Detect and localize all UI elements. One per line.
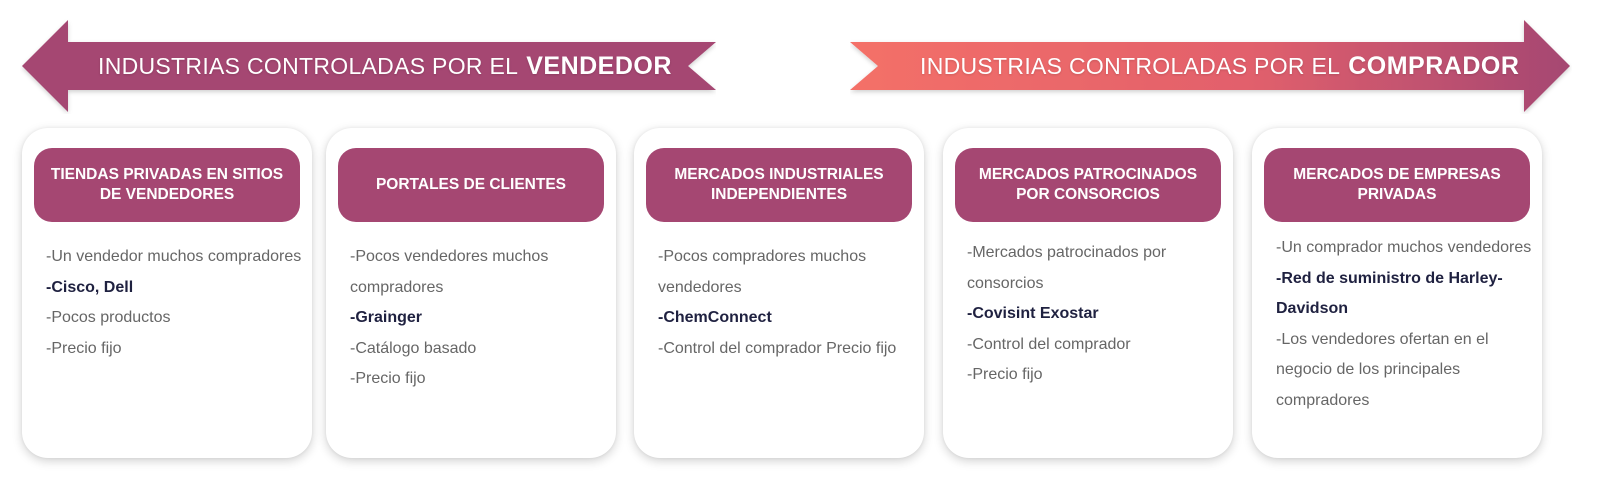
- card-list: -Pocos vendedores muchos compradores -Gr…: [350, 242, 606, 395]
- card-private-company-markets: MERCADOS DE EMPRESAS PRIVADAS -Un compra…: [1252, 128, 1542, 458]
- right-arrow-icon: [850, 20, 1570, 112]
- card-list: -Mercados patrocinados por consorcios -C…: [967, 238, 1223, 391]
- list-item: -ChemConnect: [658, 309, 772, 326]
- card-title: MERCADOS DE EMPRESAS PRIVADAS: [1264, 148, 1530, 222]
- card-consortium-markets: MERCADOS PATROCINADOS POR CONSORCIOS -Me…: [943, 128, 1233, 458]
- card-list: -Un comprador muchos vendedores -Red de …: [1276, 233, 1532, 416]
- card-title: TIENDAS PRIVADAS EN SITIOS DE VENDEDORES: [34, 148, 300, 222]
- list-item: -Precio fijo: [967, 366, 1043, 383]
- list-item: -Grainger: [350, 309, 423, 326]
- list-item: -Pocos productos: [46, 309, 171, 326]
- card-list: -Un vendedor muchos compradores -Cisco, …: [46, 242, 302, 364]
- card-private-seller-stores: TIENDAS PRIVADAS EN SITIOS DE VENDEDORES…: [22, 128, 312, 458]
- list-item: -Pocos vendedores muchos compradores: [350, 248, 549, 296]
- list-item: -Mercados patrocinados por consorcios: [967, 244, 1167, 292]
- list-item: -Un vendedor muchos compradores: [46, 248, 302, 265]
- list-item: -Control del comprador: [967, 335, 1131, 353]
- list-item: -Precio fijo: [46, 339, 122, 357]
- seller-arrow-label: INDUSTRIAS CONTROLADAS POR EL VENDEDOR: [98, 18, 672, 114]
- card-customer-portals: PORTALES DE CLIENTES -Pocos vendedores m…: [326, 128, 616, 458]
- card-independent-markets: MERCADOS INDUSTRIALES INDEPENDIENTES -Po…: [634, 128, 924, 458]
- list-item: -Pocos compradores muchos vendedores: [658, 248, 867, 296]
- card-title: PORTALES DE CLIENTES: [338, 148, 604, 222]
- list-item: -Red de suministro de Harley-Davidson: [1276, 269, 1503, 318]
- buyer-arrow-emphasis: COMPRADOR: [1348, 51, 1520, 80]
- list-item: -Cisco, Dell: [46, 278, 134, 296]
- buyer-controlled-arrow: INDUSTRIAS CONTROLADAS POR EL COMPRADOR: [850, 18, 1572, 114]
- seller-arrow-prefix: INDUSTRIAS CONTROLADAS POR EL: [98, 52, 519, 79]
- list-item: -Precio fijo: [350, 370, 426, 387]
- buyer-arrow-prefix: INDUSTRIAS CONTROLADAS POR EL: [920, 52, 1341, 79]
- left-arrow-shape: [22, 20, 716, 112]
- list-item: -Catálogo basado: [350, 339, 477, 357]
- card-title: MERCADOS PATROCINADOS POR CONSORCIOS: [955, 148, 1221, 222]
- seller-arrow-emphasis: VENDEDOR: [526, 51, 672, 80]
- card-list: -Pocos compradores muchos vendedores -Ch…: [658, 242, 914, 364]
- right-arrow-shape: [850, 20, 1570, 112]
- list-item: -Un comprador muchos vendedores: [1276, 239, 1532, 256]
- buyer-arrow-label: INDUSTRIAS CONTROLADAS POR EL COMPRADOR: [920, 18, 1519, 114]
- seller-controlled-arrow: INDUSTRIAS CONTROLADAS POR EL VENDEDOR: [20, 18, 716, 114]
- card-title: MERCADOS INDUSTRIALES INDEPENDIENTES: [646, 148, 912, 222]
- list-item: -Control del comprador Precio fijo: [658, 339, 897, 357]
- left-arrow-icon: [22, 20, 716, 112]
- list-item: -Los vendedores ofertan en el negocio de…: [1276, 330, 1489, 409]
- list-item: -Covisint Exostar: [967, 305, 1099, 322]
